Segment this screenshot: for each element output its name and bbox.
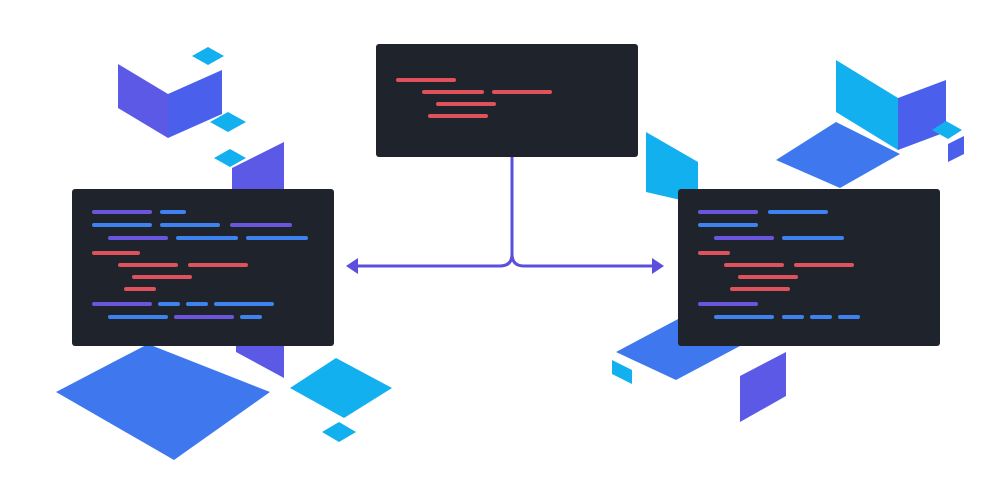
left-top-box-icon	[118, 47, 224, 138]
code-line	[810, 315, 832, 319]
code-line	[108, 236, 168, 240]
code-line	[160, 223, 220, 227]
source-code-editor	[376, 44, 638, 157]
code-line	[422, 90, 484, 94]
left-code-editor	[72, 189, 334, 346]
code-line	[214, 302, 274, 306]
arrow-left-icon	[346, 258, 358, 274]
connector-lines	[356, 156, 652, 268]
right-top-box-icon	[776, 60, 964, 188]
code-line	[174, 315, 234, 319]
code-line	[160, 210, 186, 214]
code-line	[714, 315, 774, 319]
right-mid-slab	[646, 132, 698, 204]
code-line	[396, 78, 456, 82]
code-line	[698, 302, 758, 306]
code-line	[92, 251, 140, 255]
code-line	[730, 287, 790, 291]
code-line	[124, 287, 156, 291]
code-line	[92, 302, 152, 306]
code-line	[240, 315, 262, 319]
code-line	[714, 236, 774, 240]
code-line	[158, 302, 180, 306]
code-line	[230, 223, 292, 227]
code-line	[246, 236, 308, 240]
arrow-right-icon	[652, 258, 664, 274]
code-line	[698, 251, 730, 255]
code-line	[118, 263, 178, 267]
code-line	[492, 90, 552, 94]
code-line	[698, 210, 758, 214]
code-line	[92, 223, 152, 227]
code-line	[428, 114, 488, 118]
left-base-tile	[56, 344, 392, 460]
code-line	[436, 102, 496, 106]
code-line	[108, 315, 168, 319]
code-line	[698, 223, 758, 227]
code-line	[92, 210, 152, 214]
left-pillar-block	[232, 142, 284, 378]
code-line	[738, 275, 798, 279]
code-line	[782, 236, 844, 240]
right-code-editor	[678, 189, 940, 346]
code-line	[724, 263, 784, 267]
code-line	[782, 315, 804, 319]
code-line	[176, 236, 238, 240]
code-line	[768, 210, 828, 214]
code-line	[186, 302, 208, 306]
left-small-diamonds	[210, 112, 246, 167]
code-line	[132, 275, 192, 279]
code-line	[188, 263, 248, 267]
code-line	[794, 263, 854, 267]
code-line	[838, 315, 860, 319]
